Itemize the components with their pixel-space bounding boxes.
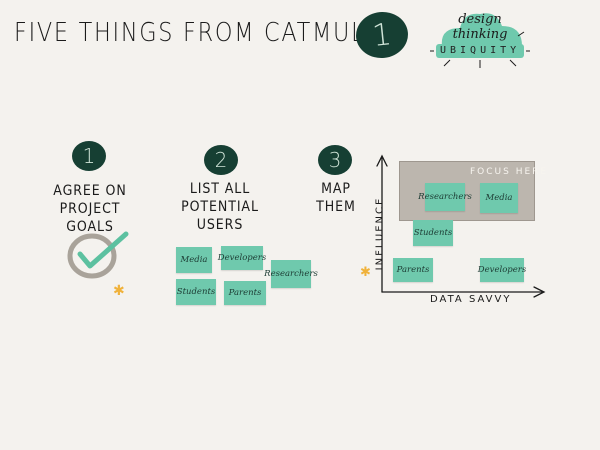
sticky-note-media: Media <box>176 247 212 273</box>
logo-line-design: design <box>458 12 502 27</box>
step-1-badge: 1 <box>72 141 106 171</box>
step-1-label-line3: goals <box>66 219 114 235</box>
focus-here-label: Focus here <box>470 167 549 177</box>
y-axis-label: Influence <box>374 196 386 271</box>
step-1-label-line1: Agree on <box>53 183 127 199</box>
logo-cloud-shape <box>430 13 530 68</box>
map-star-icon: ✱ <box>360 265 371 280</box>
step-2-badge: 2 <box>204 145 238 175</box>
step-1-label-line2: project <box>59 201 121 217</box>
page-title: Five things from Catmule <box>14 18 382 48</box>
logo-line-thinking: thinking <box>452 27 508 42</box>
influence-data-savvy-axes <box>376 154 546 298</box>
sticky-note-parents: Parents <box>224 281 266 305</box>
step-2-label-line3: users <box>196 217 244 233</box>
step-3-label: Map them <box>300 180 372 216</box>
step-3-badge: 3 <box>318 145 352 175</box>
star-icon: ✱ <box>113 283 125 299</box>
step-3-label-line1: Map <box>321 181 351 197</box>
sticky-note-students: Students <box>176 279 216 305</box>
map-note-parents: Parents <box>393 258 433 282</box>
step-3-label-line2: them <box>316 199 356 215</box>
step-2-label-line1: List all <box>189 181 251 197</box>
step-2-label-line2: potential <box>181 199 259 215</box>
map-note-developers: Developers <box>478 258 526 282</box>
sticky-note-developers: Developers <box>218 246 266 270</box>
sticky-note-researchers: Researchers <box>264 260 318 288</box>
map-note-media: Media <box>480 183 518 213</box>
step-2-label: List all potential users <box>175 180 265 234</box>
logo-line-ubiquity: UBIQUITY <box>440 45 521 56</box>
step-1-label: Agree on project goals <box>45 182 135 236</box>
map-note-researchers: Researchers <box>418 183 472 211</box>
x-axis-label: Data savvy <box>430 294 512 305</box>
map-note-students: Students <box>413 220 453 246</box>
design-thinking-logo: design thinking UBIQUITY <box>430 6 530 72</box>
goal-check-icon <box>67 231 129 279</box>
